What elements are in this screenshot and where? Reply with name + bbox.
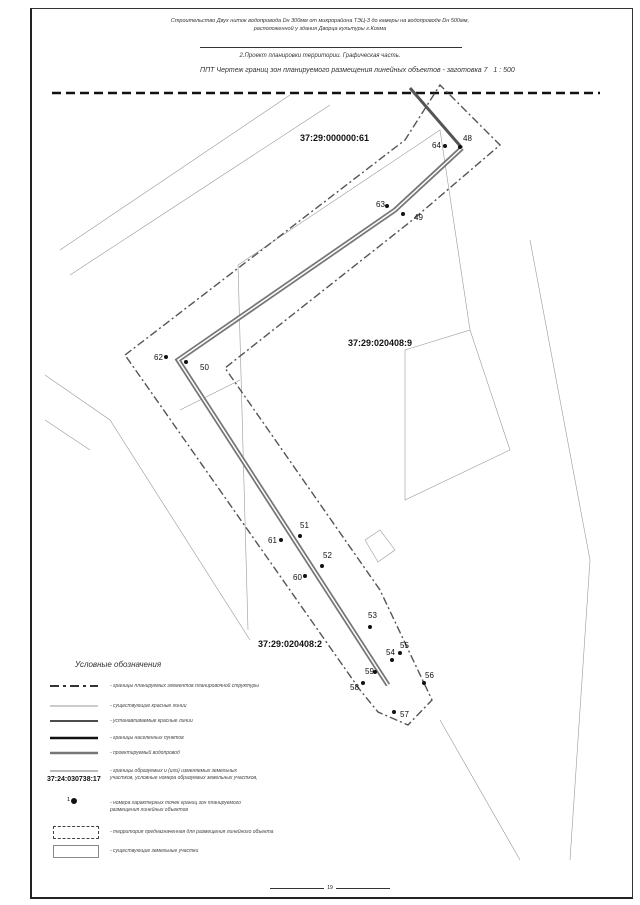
sheet-title-text: ППТ Чертеж границ зон планируемого разме… xyxy=(200,67,488,74)
scale: 1 : 500 xyxy=(493,67,515,74)
drawing-frame xyxy=(30,8,633,899)
legend-symbols xyxy=(50,685,98,772)
project-title-line1: Строительство Двух ниток водопровода Dн … xyxy=(170,18,470,24)
point-label: 62 xyxy=(154,353,163,362)
legend-item: - границы образуемых и (или) изменяемых … xyxy=(110,768,258,781)
legend-sample-point-number: 1 xyxy=(67,797,71,803)
point-label: 56 xyxy=(425,671,434,680)
legend-item: - существующие земельные участки xyxy=(110,848,199,854)
point-label: 54 xyxy=(386,648,395,657)
legend-title: Условные обозначения xyxy=(75,660,162,669)
point-label: 63 xyxy=(376,200,385,209)
pipeline-entry xyxy=(408,87,464,149)
legend-item: - территория предназначенная для размеще… xyxy=(110,829,274,835)
point-markers: 48 64 63 49 62 50 51 61 52 60 53 54 55 5… xyxy=(154,134,472,719)
point-dot-icon xyxy=(71,798,78,805)
cadastral-label: 37:29:020408:2 xyxy=(258,639,322,649)
project-title-line2: расположенной у здания Дворца культуры г… xyxy=(253,26,387,32)
point-label: 53 xyxy=(368,611,377,620)
legend-item: - номера характерных точек границ зон пл… xyxy=(110,800,241,813)
legend-sample-cadastral: 37:24:030738:17 xyxy=(47,776,101,783)
legend-parcel-box xyxy=(53,845,99,858)
legend-item: - границы населенных пунктов xyxy=(110,735,184,741)
point-label: 50 xyxy=(200,363,209,372)
point-label: 61 xyxy=(268,536,277,545)
sheet-title: ППТ Чертеж границ зон планируемого разме… xyxy=(200,67,515,74)
point-label: 59 xyxy=(365,667,374,676)
legend-zone-box xyxy=(53,826,99,839)
cadastral-label: 37:29:020408:9 xyxy=(348,338,412,348)
legend-item: - границы планируемых элементов планиров… xyxy=(110,683,259,689)
point-label: 57 xyxy=(400,710,409,719)
page-number-text: 19 xyxy=(324,885,336,891)
point-label: 64 xyxy=(432,141,441,150)
section-title: 2.Проект планировки территории. Графичес… xyxy=(239,53,401,59)
point-label: 49 xyxy=(414,213,423,222)
point-label: 51 xyxy=(300,521,309,530)
point-label: 58 xyxy=(350,683,359,692)
legend-item: - существующие красные линии xyxy=(110,703,187,709)
cadastral-label: 37:29:000000:61 xyxy=(300,133,369,143)
page-number: 19 xyxy=(270,885,390,891)
legend-item: - проектируемый водопровод xyxy=(110,750,180,756)
point-label: 55 xyxy=(400,641,409,650)
point-label: 60 xyxy=(293,573,302,582)
planning-zone-boundary xyxy=(124,83,502,726)
existing-parcels xyxy=(44,94,591,861)
header-divider xyxy=(200,47,462,48)
pipeline xyxy=(174,146,464,687)
pipeline-inner xyxy=(176,147,463,686)
point-label: 48 xyxy=(463,134,472,143)
project-title: Строительство Двух ниток водопровода Dн … xyxy=(0,17,640,33)
point-label: 52 xyxy=(323,551,332,560)
legend-sample-point: 1 xyxy=(67,797,78,806)
legend-item: - устанавливаемые красные линии xyxy=(110,718,193,724)
